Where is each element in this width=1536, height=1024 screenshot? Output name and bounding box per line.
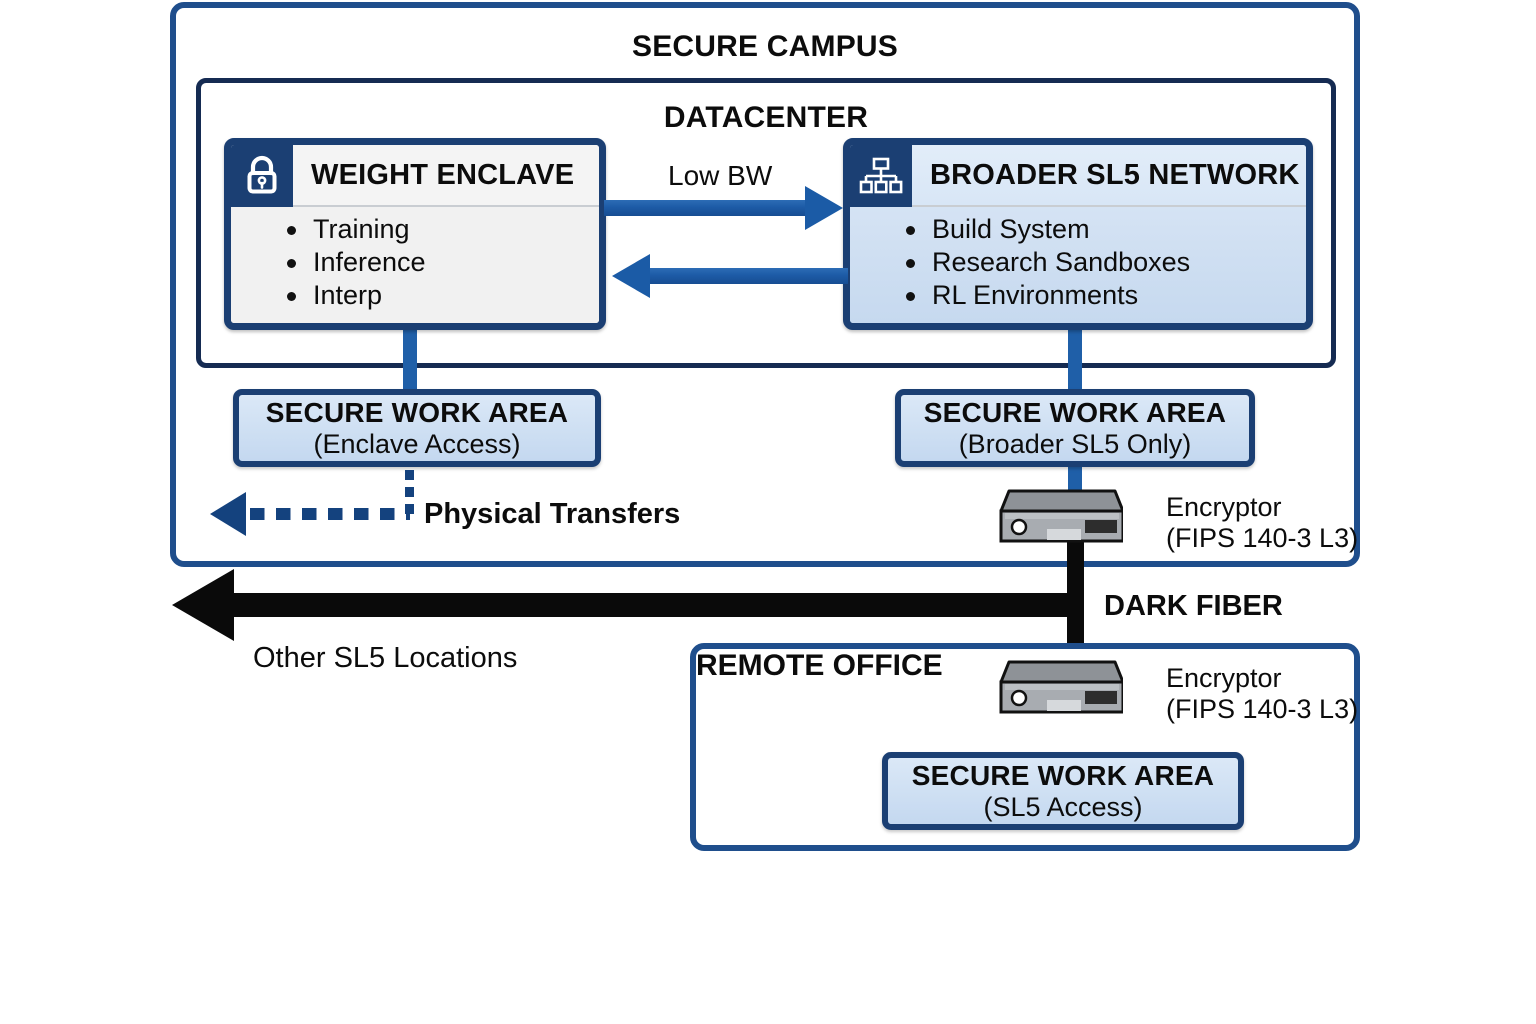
weight-enclave-items: Training Inference Interp [231,207,599,323]
secure-work-area-broader-title: SECURE WORK AREA [923,396,1227,428]
encryptor-device-remote[interactable] [993,658,1125,720]
broader-sl5-body-surface: BROADER SL5 NETWORK Build System Researc… [850,145,1306,323]
broader-sl5-header: BROADER SL5 NETWORK [912,145,1306,207]
datacenter-title: DATACENTER [663,101,869,134]
secure-work-area-remote[interactable]: SECURE WORK AREA (SL5 Access) [882,752,1244,830]
secure-work-area-enclave-subtitle: (Enclave Access) [313,428,521,459]
encryptor-remote-spec: (FIPS 140-3 L3) [1166,694,1359,724]
weight-enclave-title: WEIGHT ENCLAVE [311,158,575,191]
list-item: RL Environments [906,279,1306,312]
other-sl5-locations-label: Other SL5 Locations [253,642,518,674]
enclave-to-sl5-arrow-shaft [604,200,809,216]
physical-transfer-dotted-vertical [405,470,414,515]
broader-sl5-network-card[interactable]: BROADER SL5 NETWORK Build System Researc… [843,138,1313,330]
sl5-to-enclave-arrowhead [612,254,650,298]
broader-sl5-items: Build System Research Sandboxes RL Envir… [850,207,1306,323]
weight-enclave-card[interactable]: WEIGHT ENCLAVE Training Inference Interp [224,138,606,330]
low-bandwidth-label: Low BW [668,160,773,191]
network-hierarchy-icon [850,145,912,207]
list-item: Build System [906,213,1306,246]
list-item: Research Sandboxes [906,246,1306,279]
secure-campus-title: SECURE CAMPUS [632,30,898,63]
encryptor-campus-spec: (FIPS 140-3 L3) [1166,523,1359,553]
weight-enclave-body-surface: WEIGHT ENCLAVE Training Inference Interp [231,145,599,323]
physical-transfer-dotted-horizontal [250,508,410,520]
list-item: Training [287,213,599,246]
enclave-to-workarea-link [403,325,417,395]
remote-office-title: REMOTE OFFICE [696,649,943,682]
physical-transfer-arrowhead [210,492,246,536]
sl5-to-workarea-link [1068,325,1082,395]
list-item: Interp [287,279,599,312]
enclave-to-sl5-arrowhead [805,186,843,230]
encryptor-remote-caption: Encryptor (FIPS 140-3 L3) [1166,663,1358,725]
secure-work-area-broader[interactable]: SECURE WORK AREA (Broader SL5 Only) [895,389,1255,467]
list-item: Inference [287,246,599,279]
weight-enclave-header: WEIGHT ENCLAVE [293,145,599,207]
lock-icon [231,145,293,207]
encryptor-campus-caption: Encryptor (FIPS 140-3 L3) [1166,492,1358,554]
physical-transfers-label: Physical Transfers [424,498,681,530]
dark-fiber-run [222,593,1072,617]
secure-work-area-broader-subtitle: (Broader SL5 Only) [958,428,1192,459]
encryptor-campus-name: Encryptor [1166,492,1282,522]
secure-work-area-remote-title: SECURE WORK AREA [911,759,1215,791]
broader-sl5-title: BROADER SL5 NETWORK [930,158,1300,191]
encryptor-remote-name: Encryptor [1166,663,1282,693]
secure-work-area-enclave[interactable]: SECURE WORK AREA (Enclave Access) [233,389,601,467]
dark-fiber-arrowhead [172,569,234,641]
secure-work-area-remote-subtitle: (SL5 Access) [983,791,1143,822]
secure-work-area-enclave-title: SECURE WORK AREA [265,396,569,428]
dark-fiber-label: DARK FIBER [1104,590,1283,622]
sl5-to-enclave-arrow-shaft [648,268,848,284]
encryptor-device-campus[interactable] [993,487,1125,549]
